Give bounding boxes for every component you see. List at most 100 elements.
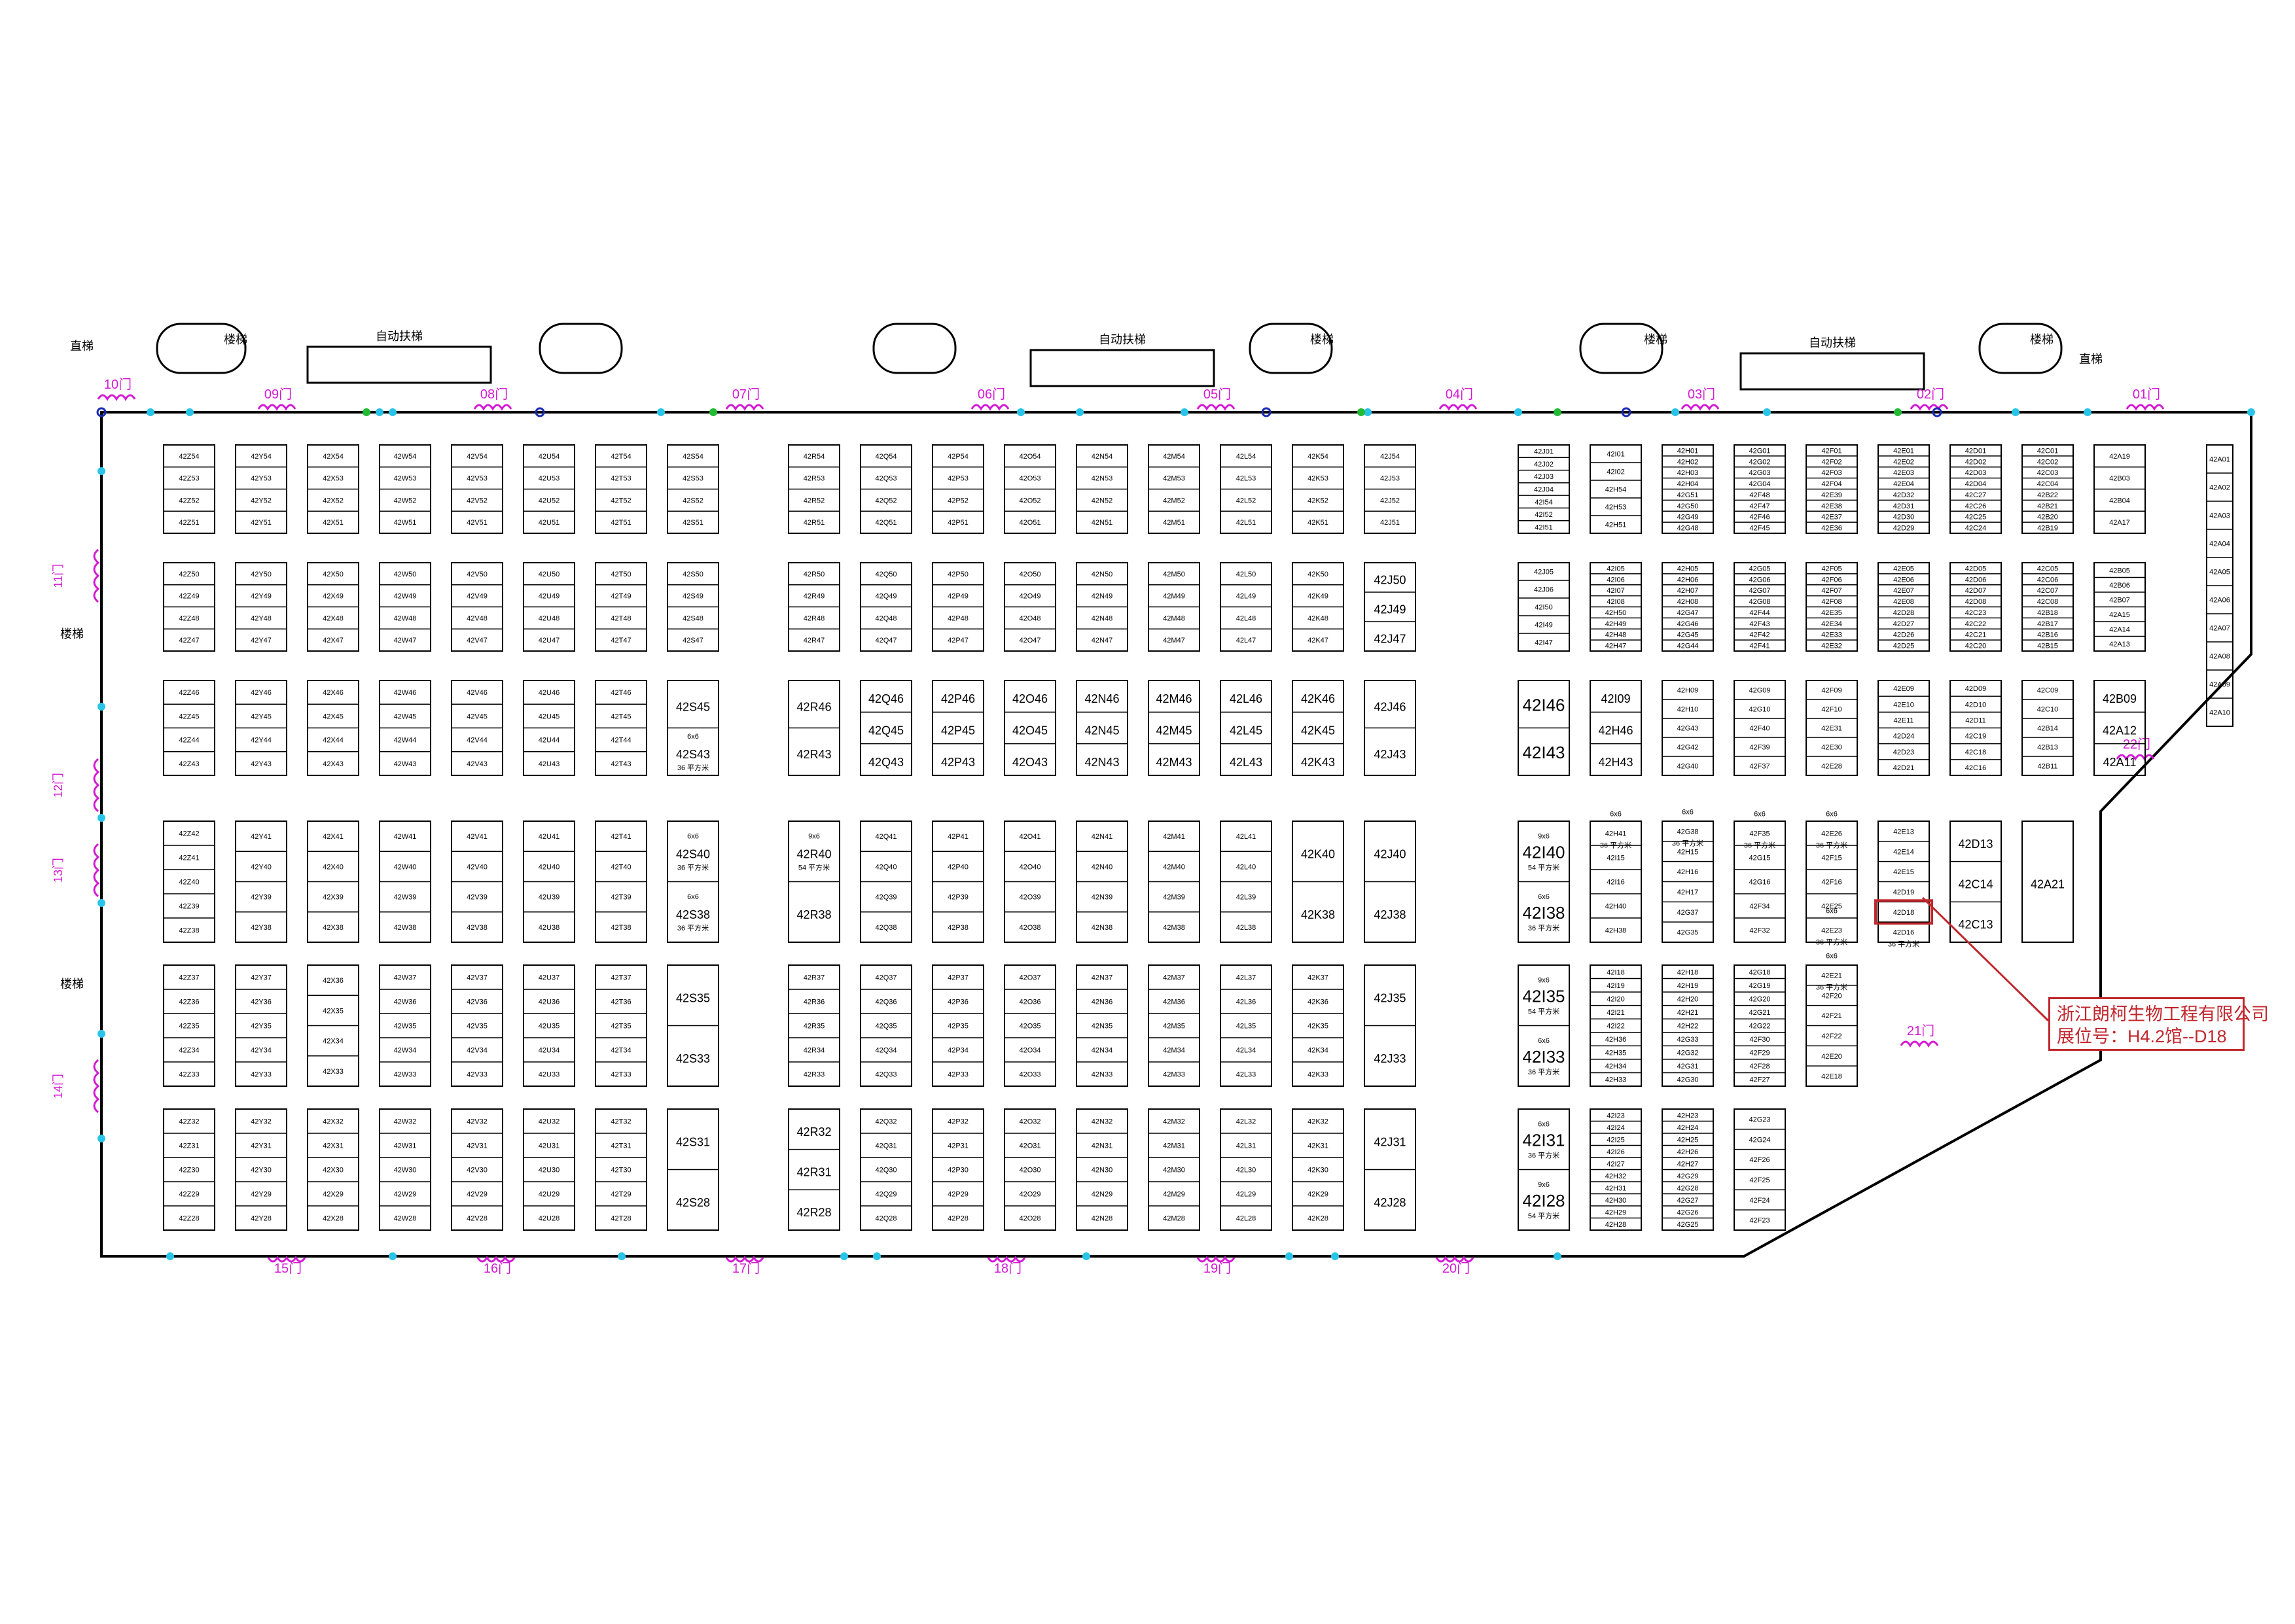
- booth-label[interactable]: 42W53: [394, 475, 417, 483]
- booth-label[interactable]: 42Y50: [251, 571, 272, 578]
- booth-label[interactable]: 42K40: [1301, 847, 1335, 860]
- booth-label[interactable]: 42Q36: [875, 998, 897, 1006]
- booth-label[interactable]: 42D10: [1965, 701, 1986, 709]
- booth-label[interactable]: 42O52: [1019, 497, 1041, 504]
- booth-label[interactable]: 42I09: [1601, 692, 1630, 705]
- booth-label[interactable]: 42L32: [1236, 1118, 1256, 1126]
- booth-label[interactable]: 42A17: [2109, 519, 2130, 527]
- booth-label[interactable]: 42C19: [1965, 733, 1986, 741]
- booth-label[interactable]: 42M50: [1163, 571, 1185, 578]
- booth-label[interactable]: 42D03: [1965, 469, 1986, 477]
- booth-label[interactable]: 42D23: [1893, 749, 1914, 756]
- booth-label[interactable]: 42N51: [1092, 519, 1112, 527]
- booth-label[interactable]: 42M38: [1163, 924, 1185, 932]
- booth-label[interactable]: 42U49: [539, 593, 560, 601]
- booth-label[interactable]: 42G25: [1677, 1221, 1698, 1229]
- booth-label[interactable]: 42G15: [1749, 855, 1770, 862]
- booth-label[interactable]: 42D01: [1965, 447, 1986, 455]
- booth-label[interactable]: 42Q33: [875, 1071, 897, 1079]
- booth-label[interactable]: 42X53: [323, 475, 344, 483]
- booth-label[interactable]: 42E02: [1893, 458, 1914, 466]
- booth-label[interactable]: 42O30: [1019, 1167, 1041, 1174]
- booth-label[interactable]: 42U32: [539, 1118, 560, 1126]
- booth-label[interactable]: 42R40: [796, 847, 831, 860]
- booth-label[interactable]: 42Q41: [875, 833, 897, 841]
- booth-label[interactable]: 42H38: [1605, 927, 1626, 935]
- booth-label[interactable]: 42A21: [2031, 878, 2065, 891]
- booth-label[interactable]: 42C25: [1965, 514, 1986, 521]
- booth-label[interactable]: 42J47: [1374, 633, 1406, 646]
- booth-label[interactable]: 42D16: [1893, 929, 1914, 937]
- booth-label[interactable]: 42A04: [2209, 540, 2230, 548]
- booth-label[interactable]: 42Z37: [179, 974, 199, 982]
- booth-label[interactable]: 42E07: [1893, 587, 1914, 595]
- booth-label[interactable]: 42K33: [1308, 1071, 1328, 1079]
- booth-label[interactable]: 42S54: [683, 453, 703, 461]
- booth-label[interactable]: 42Q51: [875, 519, 897, 527]
- booth-label[interactable]: 42W43: [394, 760, 417, 768]
- booth-label[interactable]: 42U44: [539, 737, 560, 745]
- booth-label[interactable]: 42H46: [1598, 724, 1633, 737]
- booth-label[interactable]: 42C10: [2037, 706, 2058, 714]
- booth-label[interactable]: 42E32: [1821, 643, 1842, 650]
- booth-label[interactable]: 42M30: [1163, 1167, 1185, 1174]
- booth-label[interactable]: 42N52: [1092, 497, 1112, 504]
- booth-label[interactable]: 42I50: [1535, 604, 1553, 612]
- booth-label[interactable]: 42E20: [1821, 1053, 1842, 1061]
- booth-label[interactable]: 42M51: [1163, 519, 1185, 527]
- booth-label[interactable]: 42Q40: [875, 863, 897, 871]
- booth-label[interactable]: 42F40: [1749, 725, 1770, 733]
- booth-label[interactable]: 42C24: [1965, 525, 1986, 533]
- booth-label[interactable]: 42K28: [1308, 1215, 1328, 1223]
- booth-label[interactable]: 42O38: [1019, 924, 1041, 932]
- booth-label[interactable]: 42S50: [683, 571, 703, 578]
- booth-label[interactable]: 42H53: [1605, 504, 1626, 512]
- booth-label[interactable]: 42H30: [1605, 1197, 1626, 1205]
- booth-label[interactable]: 42M54: [1163, 453, 1185, 461]
- booth-label[interactable]: 42Q31: [875, 1142, 897, 1150]
- booth-label[interactable]: 42I05: [1607, 565, 1625, 573]
- booth-label[interactable]: 42S38: [676, 908, 710, 921]
- booth-label[interactable]: 42H36: [1605, 1036, 1626, 1044]
- booth-label[interactable]: 42S47: [683, 637, 703, 644]
- booth-label[interactable]: 42A03: [2209, 512, 2230, 520]
- booth-label[interactable]: 42M31: [1163, 1142, 1185, 1150]
- booth-label[interactable]: 42U47: [539, 637, 560, 644]
- booth-label[interactable]: 42P54: [948, 453, 969, 461]
- booth-label[interactable]: 42L39: [1236, 894, 1256, 902]
- booth-label[interactable]: 42G20: [1749, 995, 1770, 1003]
- booth-label[interactable]: 42H49: [1605, 620, 1626, 628]
- booth-label[interactable]: 42E33: [1821, 631, 1842, 639]
- booth-label[interactable]: 42X31: [323, 1142, 344, 1150]
- booth-label[interactable]: 42X51: [323, 519, 344, 527]
- booth-label[interactable]: 42B09: [2103, 692, 2137, 705]
- booth-label[interactable]: 42N37: [1092, 974, 1112, 982]
- booth-label[interactable]: 42R50: [804, 571, 825, 578]
- booth-label[interactable]: 42W38: [394, 924, 417, 932]
- booth-label[interactable]: 42K46: [1301, 692, 1335, 705]
- booth-label[interactable]: 42Q39: [875, 894, 897, 902]
- booth-label[interactable]: 42V41: [467, 833, 488, 841]
- booth-label[interactable]: 42R49: [804, 593, 825, 601]
- booth-label[interactable]: 42Z44: [179, 737, 199, 745]
- booth-label[interactable]: 42X39: [323, 894, 344, 902]
- booth-label[interactable]: 42T37: [611, 974, 631, 982]
- booth-label[interactable]: 42Z39: [179, 903, 199, 911]
- booth-label[interactable]: 42T43: [611, 760, 631, 768]
- booth-label[interactable]: 42J06: [1534, 586, 1554, 594]
- booth-label[interactable]: 42G32: [1677, 1050, 1698, 1057]
- booth-label[interactable]: 42V47: [467, 637, 488, 644]
- booth-label[interactable]: 42N35: [1092, 1023, 1112, 1031]
- booth-label[interactable]: 42T35: [611, 1023, 631, 1031]
- booth-label[interactable]: 42G45: [1677, 631, 1698, 639]
- booth-label[interactable]: 42V40: [467, 863, 488, 871]
- booth-label[interactable]: 42R34: [804, 1047, 825, 1055]
- booth-label[interactable]: 42A14: [2109, 626, 2130, 633]
- booth-label[interactable]: 42L35: [1236, 1023, 1256, 1031]
- booth-label[interactable]: 42T49: [611, 593, 631, 601]
- booth-label[interactable]: 42E31: [1821, 725, 1842, 733]
- booth-label[interactable]: 42B11: [2038, 763, 2058, 771]
- booth-label[interactable]: 42Y51: [251, 519, 272, 527]
- booth-label[interactable]: 42M36: [1163, 998, 1185, 1006]
- booth-label[interactable]: 42G10: [1749, 706, 1770, 714]
